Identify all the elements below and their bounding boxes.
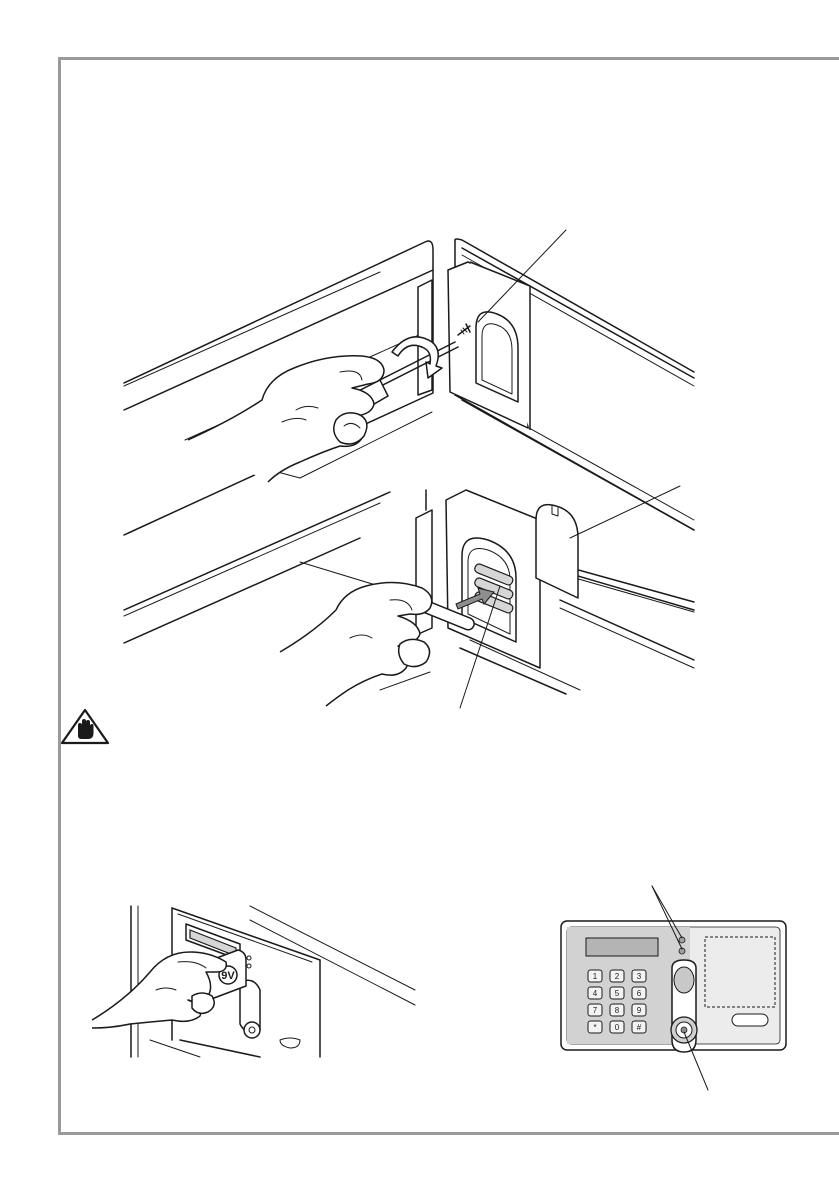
keypad-key-label: 4 [593,989,598,998]
keypad-key-label: 8 [615,1006,620,1015]
keypad-key-label: 5 [615,989,620,998]
battery-terminal [674,967,694,993]
keypad-key-label: 9 [637,1006,642,1015]
keypad-key-label: 0 [615,1023,620,1032]
keypad-key-label: 3 [637,972,642,981]
keypad-key-label: 2 [615,972,620,981]
keypad-key-label: 1 [593,972,598,981]
keypad-key-label: 6 [637,989,642,998]
display-window [586,938,658,956]
keypad-key-label: 7 [593,1006,598,1015]
keypad-key-label: * [593,1023,596,1032]
keypad-key-label: # [637,1023,642,1032]
